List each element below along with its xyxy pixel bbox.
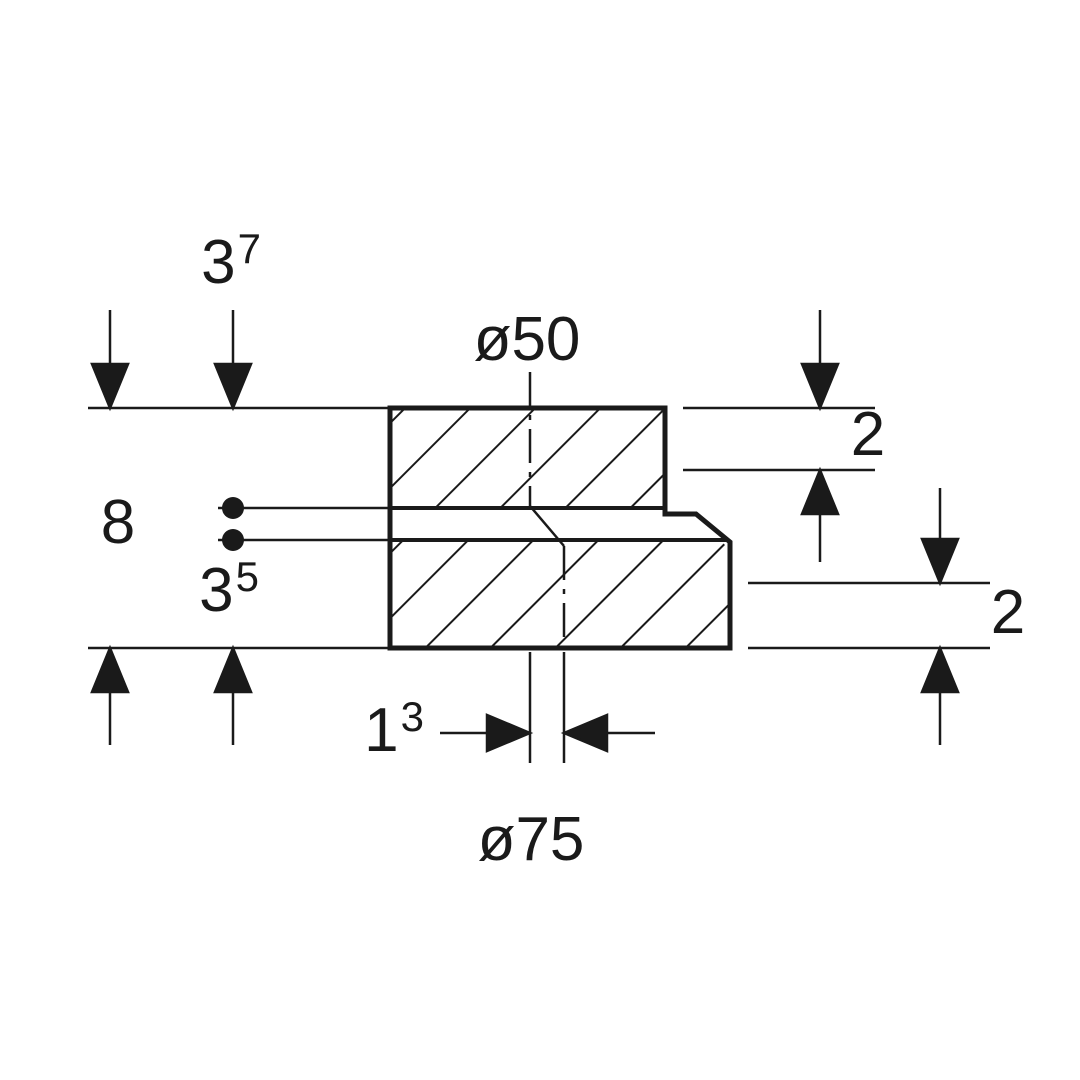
arrow-right-icon bbox=[485, 713, 534, 753]
dot-terminator bbox=[222, 529, 244, 551]
label-dim-lower-right: 2 bbox=[978, 582, 1038, 644]
label-dim-lower-left: 35 bbox=[169, 556, 289, 622]
arrow-left-icon bbox=[560, 713, 609, 753]
dim-superscript: 3 bbox=[400, 693, 424, 740]
dot-terminator bbox=[222, 497, 244, 519]
arrow-up-icon bbox=[920, 644, 960, 694]
label-dim-upper-right: 2 bbox=[838, 404, 898, 466]
label-dim-upper-left: 37 bbox=[171, 228, 291, 294]
dim-superscript: 7 bbox=[237, 225, 261, 272]
dim-value: 3 bbox=[201, 228, 236, 297]
dimension-axis-offset bbox=[440, 713, 655, 753]
extension-lines bbox=[88, 406, 990, 650]
arrow-down-icon bbox=[800, 362, 840, 412]
center-axis bbox=[528, 372, 566, 763]
part-outline bbox=[387, 405, 733, 651]
arrow-down-icon bbox=[213, 362, 253, 412]
dim-value: 2 bbox=[990, 578, 1026, 647]
dimension-total-height bbox=[90, 310, 130, 745]
dim-value: 2 bbox=[850, 400, 886, 469]
hatch-upper-section bbox=[392, 410, 663, 507]
dimension-partial-heights bbox=[213, 310, 253, 745]
hatch-lower-section bbox=[392, 542, 728, 646]
dim-value: ø75 bbox=[477, 805, 585, 874]
label-dim-axis-offset: 13 bbox=[334, 696, 454, 762]
dim-value: 1 bbox=[364, 696, 399, 765]
dimension-socket-depth-upper bbox=[800, 310, 840, 562]
dim-superscript: 5 bbox=[235, 553, 259, 600]
arrow-up-icon bbox=[90, 644, 130, 694]
label-diameter-bottom: ø75 bbox=[431, 809, 631, 871]
center-axis-jog bbox=[529, 505, 565, 547]
dim-value: 8 bbox=[100, 488, 136, 557]
arrow-up-icon bbox=[800, 466, 840, 516]
dim-value: 3 bbox=[199, 556, 234, 625]
arrow-down-icon bbox=[920, 537, 960, 587]
label-dim-total-height: 8 bbox=[88, 492, 148, 554]
arrow-down-icon bbox=[90, 362, 130, 412]
dim-value: ø50 bbox=[473, 305, 581, 374]
arrow-up-icon bbox=[213, 644, 253, 694]
label-diameter-top: ø50 bbox=[427, 309, 627, 371]
dimension-socket-depth-lower bbox=[920, 488, 960, 745]
